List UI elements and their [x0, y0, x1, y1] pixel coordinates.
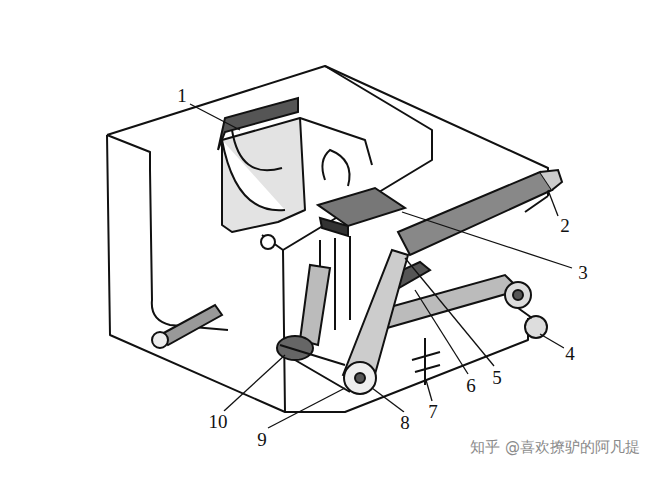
watermark: 知乎 @喜欢撩驴的阿凡提	[470, 440, 640, 455]
housing	[107, 66, 548, 412]
adjust-screw	[412, 338, 440, 385]
left-shaft	[152, 235, 275, 348]
lever-pair	[277, 250, 408, 394]
bearing-block	[218, 98, 298, 170]
callout-number: 5	[491, 368, 503, 387]
callout-number: 1	[176, 86, 188, 105]
cylinder-rod	[384, 170, 562, 292]
callout-number: 3	[577, 263, 589, 282]
callout-number: 4	[564, 344, 576, 363]
callout-number: 6	[465, 376, 477, 395]
callout-number: 9	[256, 430, 268, 449]
callout-number: 7	[427, 402, 439, 421]
leader-lines	[190, 104, 572, 428]
callout-number: 10	[208, 412, 229, 431]
callout-number: 8	[399, 413, 411, 432]
callout-number: 2	[559, 216, 571, 235]
